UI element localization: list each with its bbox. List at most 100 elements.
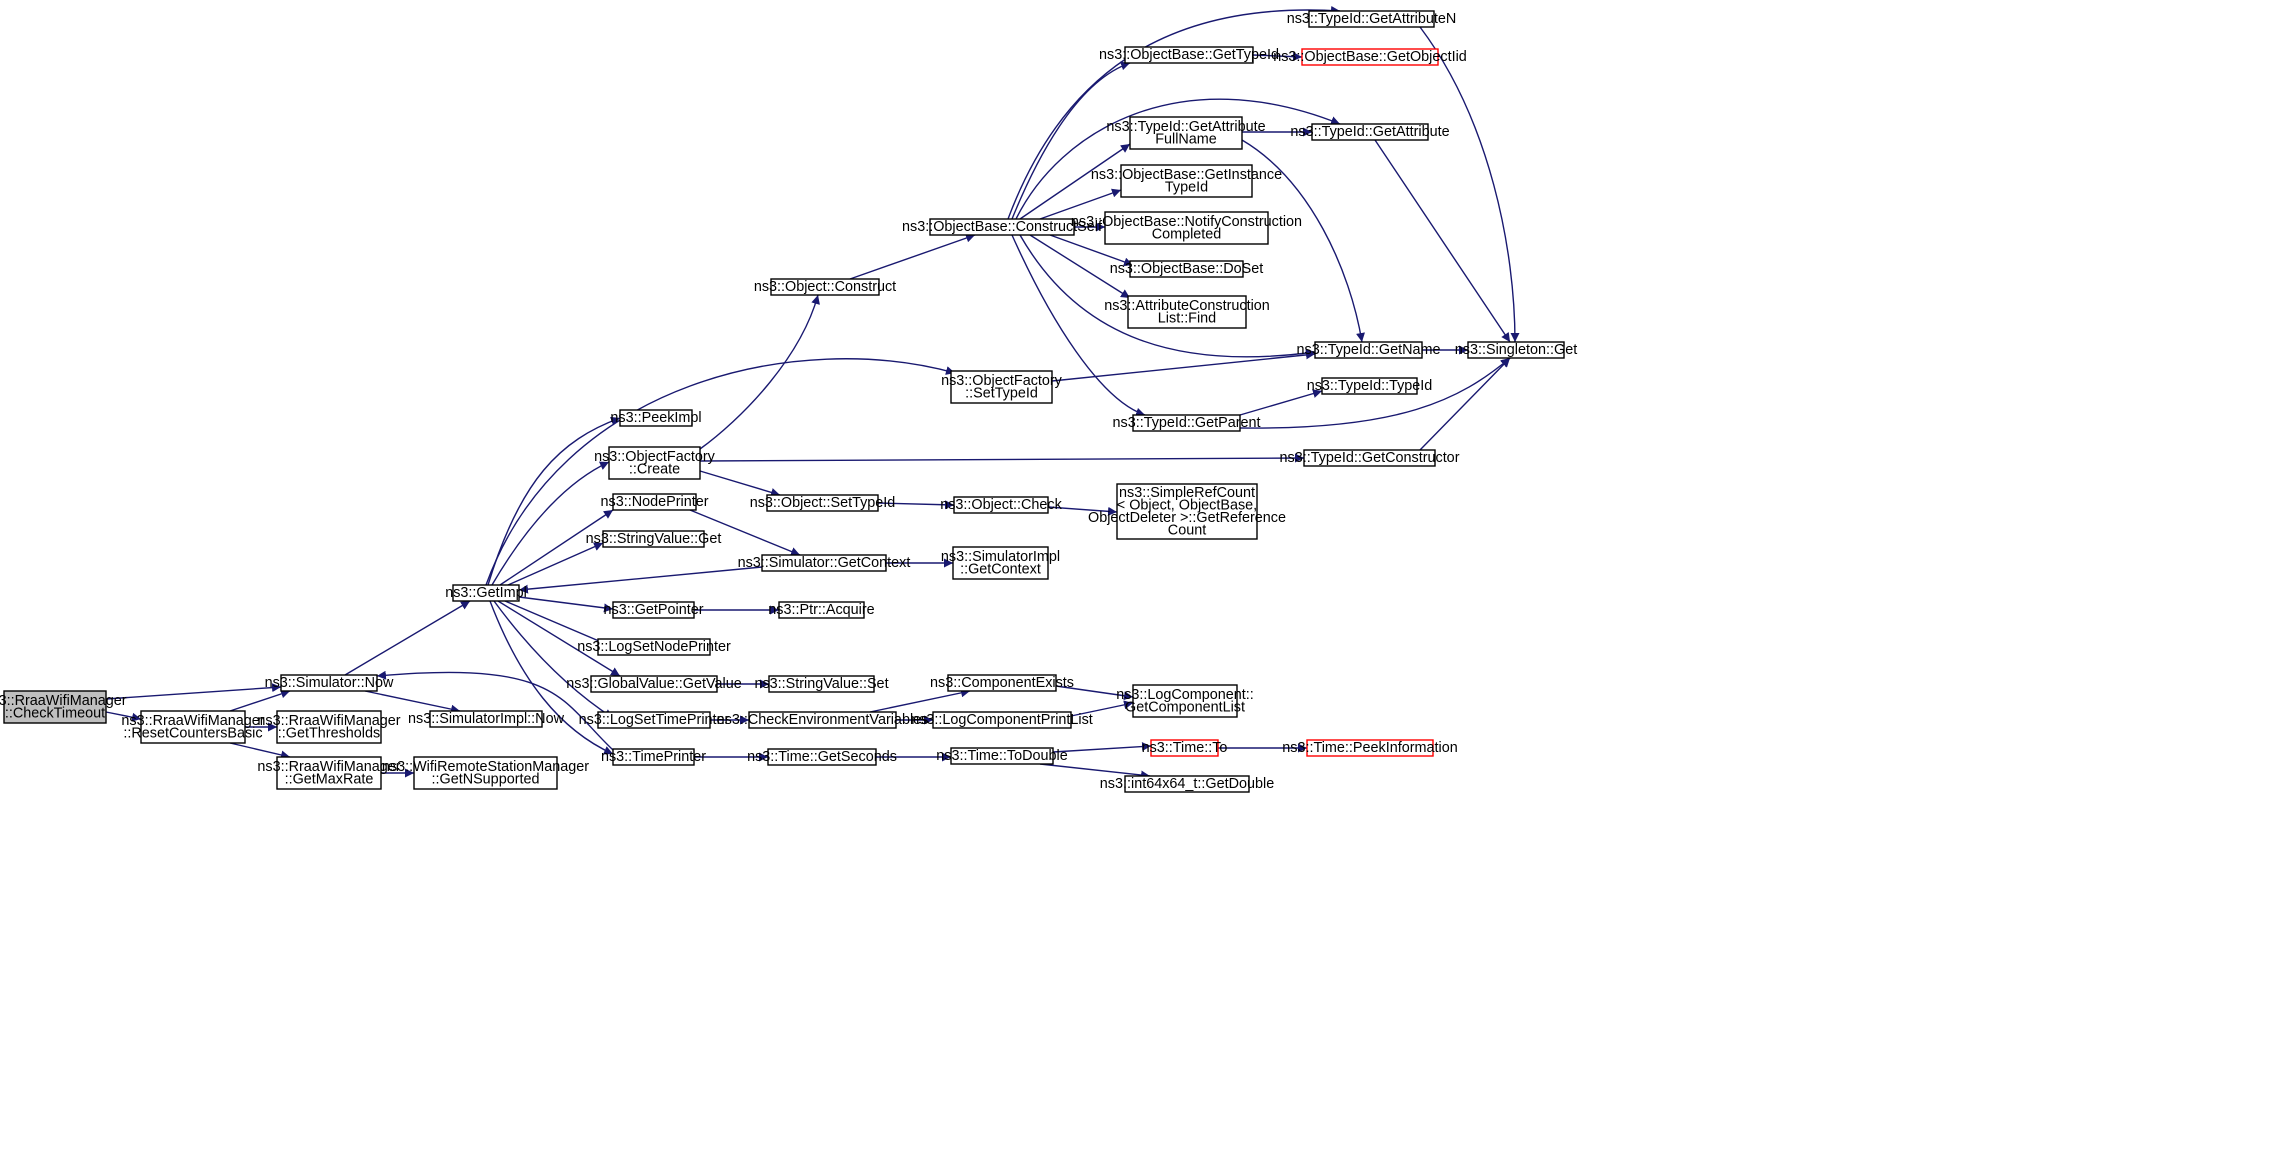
- edge-typeid_getattributen-to-singleton_get: [1419, 26, 1520, 343]
- node-box: [452, 584, 520, 602]
- node-ob-notifyconstruction[interactable]: ns3::ObjectBase::NotifyConstructionCompl…: [1071, 211, 1302, 245]
- node-time-printer[interactable]: ns3::TimePrinter: [601, 748, 706, 766]
- node-label: ns3::int64x64_t::GetDouble: [1100, 776, 1274, 792]
- node-label: ns3::GlobalValue::GetValue: [566, 676, 741, 692]
- node-label: ObjectDeleter >::GetReference: [1088, 510, 1286, 526]
- node-label: ns3::WifiRemoteStationManager: [382, 759, 589, 775]
- node-box: [748, 711, 897, 729]
- node-label: ns3::TypeId::GetConstructor: [1280, 450, 1460, 466]
- node-label: ns3::LogSetNodePrinter: [577, 639, 731, 655]
- node-box: [1306, 739, 1434, 757]
- node-label: < Object, ObjectBase,: [1117, 497, 1257, 513]
- node-time-getseconds[interactable]: ns3::Time::GetSeconds: [747, 748, 897, 766]
- node-box: [952, 546, 1049, 580]
- node-logcomp-getlist[interactable]: ns3::LogComponent::GetComponentList: [1116, 684, 1254, 718]
- node-ob-doset[interactable]: ns3::ObjectBase::DoSet: [1110, 260, 1264, 278]
- node-time-to[interactable]: ns3::Time::To: [1142, 739, 1228, 757]
- node-of-create[interactable]: ns3::ObjectFactory::Create: [594, 446, 716, 480]
- edge-get_impl-to-get_pointer: [518, 596, 614, 613]
- node-ob-gettypeid[interactable]: ns3::ObjectBase::GetTypeId: [1099, 46, 1279, 64]
- edge-typeid_getparent-to-typeid_typeid: [1239, 389, 1323, 416]
- node-get-thresholds[interactable]: ns3::RraaWifiManager::GetThresholds: [257, 710, 401, 744]
- edge-time_todouble-to-int64x64_getdouble: [1039, 763, 1151, 780]
- node-label: ns3::NodePrinter: [601, 494, 709, 510]
- edge-of_create-to-typeid_getconstructor: [699, 453, 1305, 463]
- node-globalvalue-getvalue[interactable]: ns3::GlobalValue::GetValue: [566, 675, 742, 693]
- node-check-env-vars[interactable]: ns3::CheckEnvironmentVariables: [717, 711, 929, 729]
- node-label: ns3::Simulator::Now: [265, 675, 394, 691]
- node-box: [778, 601, 865, 619]
- node-box: [276, 756, 382, 790]
- node-object-construct[interactable]: ns3::Object::Construct: [754, 278, 896, 296]
- node-box: [929, 218, 1075, 236]
- node-simimpl-getcontext[interactable]: ns3::SimulatorImpl::GetContext: [941, 546, 1060, 580]
- edge-typeid_getconstructor-to-singleton_get: [1419, 357, 1511, 451]
- node-box: [276, 710, 382, 744]
- node-simulator-now[interactable]: ns3::Simulator::Now: [265, 674, 394, 692]
- node-ob-getobjectiid[interactable]: ns3::ObjectBase::GetObjectIid: [1273, 48, 1467, 66]
- node-label: ::Create: [629, 461, 680, 477]
- node-box: [1116, 483, 1258, 540]
- node-typeid-getname[interactable]: ns3::TypeId::GetName: [1297, 341, 1441, 359]
- node-check-timeout[interactable]: ns3::RraaWifiManager::CheckTimeout: [0, 690, 127, 724]
- edge-check_env_vars-to-component_exists: [869, 688, 971, 713]
- edge-object_check-to-simplerefcount: [1047, 506, 1118, 516]
- node-stringvalue-set[interactable]: ns3::StringValue::Set: [754, 675, 889, 693]
- node-typeid-getconstructor[interactable]: ns3::TypeId::GetConstructor: [1280, 449, 1460, 467]
- node-box: [280, 674, 378, 692]
- node-box: [413, 756, 558, 790]
- node-label: ::CheckTimeout: [5, 705, 105, 721]
- node-peek-impl[interactable]: ns3::PeekImpl: [610, 409, 702, 427]
- node-get-max-rate[interactable]: ns3::RraaWifiManager::GetMaxRate: [257, 756, 401, 790]
- node-log-set-node-printer[interactable]: ns3::LogSetNodePrinter: [577, 638, 731, 656]
- node-label: ns3::RraaWifiManager: [0, 693, 127, 709]
- node-simulatorimpl-now[interactable]: ns3::SimulatorImpl::Now: [408, 710, 565, 728]
- node-box: [766, 494, 879, 512]
- node-label: ns3::LogSetTimePrinter: [579, 712, 730, 728]
- node-reset-counters[interactable]: ns3::RraaWifiManager::ResetCountersBasic: [121, 710, 265, 744]
- node-label: ns3::StringValue::Set: [754, 676, 888, 692]
- node-of-settypeid[interactable]: ns3::ObjectFactory::SetTypeId: [941, 370, 1063, 404]
- node-time-todouble[interactable]: ns3::Time::ToDouble: [936, 747, 1068, 765]
- node-typeid-getparent[interactable]: ns3::TypeId::GetParent: [1113, 414, 1261, 432]
- node-typeid-getattribute[interactable]: ns3::TypeId::GetAttribute: [1290, 123, 1450, 141]
- node-box: [1303, 449, 1436, 467]
- node-ptr-acquire[interactable]: ns3::Ptr::Acquire: [768, 601, 875, 619]
- node-typeid-typeid[interactable]: ns3::TypeId::TypeId: [1307, 377, 1433, 395]
- node-box: [612, 601, 695, 619]
- node-label: Count: [1168, 522, 1206, 538]
- node-get-nsupported[interactable]: ns3::WifiRemoteStationManager::GetNSuppo…: [382, 756, 589, 790]
- node-label: ns3::AttributeConstruction: [1104, 298, 1270, 314]
- edge-ob_constructself-to-ob_doset: [1049, 234, 1134, 267]
- node-label: ns3::Simulator::GetContext: [738, 555, 911, 571]
- node-label: ns3::PeekImpl: [610, 410, 701, 426]
- node-typeid-getattributen[interactable]: ns3::TypeId::GetAttributeN: [1287, 10, 1457, 28]
- node-get-pointer[interactable]: ns3::GetPointer: [604, 601, 704, 619]
- node-label: ns3::GetImpl: [445, 585, 527, 601]
- edge-simulator_getcontext-to-get_impl: [518, 566, 763, 594]
- node-log-set-time-printer[interactable]: ns3::LogSetTimePrinter: [579, 711, 730, 729]
- node-ob-constructself[interactable]: ns3::ObjectBase::ConstructSelf: [902, 218, 1103, 236]
- node-int64x64-getdouble[interactable]: ns3::int64x64_t::GetDouble: [1100, 775, 1274, 793]
- node-time-peekinformation[interactable]: ns3::Time::PeekInformation: [1282, 739, 1458, 757]
- node-stringvalue-get[interactable]: ns3::StringValue::Get: [586, 530, 722, 548]
- node-box: [1129, 260, 1244, 278]
- edge-ob_constructself-to-typeid_getparent: [1011, 234, 1146, 417]
- node-simulator-getcontext[interactable]: ns3::Simulator::GetContext: [738, 554, 911, 572]
- node-node-printer[interactable]: ns3::NodePrinter: [601, 493, 709, 511]
- edge-time_todouble-to-time_to: [1052, 742, 1152, 753]
- node-get-impl[interactable]: ns3::GetImpl: [445, 584, 527, 602]
- node-component-exists[interactable]: ns3::ComponentExists: [930, 674, 1074, 692]
- node-singleton-get[interactable]: ns3::Singleton::Get: [1455, 341, 1577, 359]
- node-logcomp-printlist[interactable]: ns3::LogComponentPrintList: [911, 711, 1093, 729]
- node-box: [770, 278, 880, 296]
- node-simplerefcount[interactable]: ns3::SimpleRefCount< Object, ObjectBase,…: [1088, 483, 1286, 540]
- node-object-check[interactable]: ns3::Object::Check: [940, 496, 1063, 514]
- node-box: [602, 530, 705, 548]
- node-label: ns3::TypeId::GetName: [1297, 342, 1441, 358]
- node-object-settypeid[interactable]: ns3::Object::SetTypeId: [750, 494, 896, 512]
- node-box: [3, 690, 107, 724]
